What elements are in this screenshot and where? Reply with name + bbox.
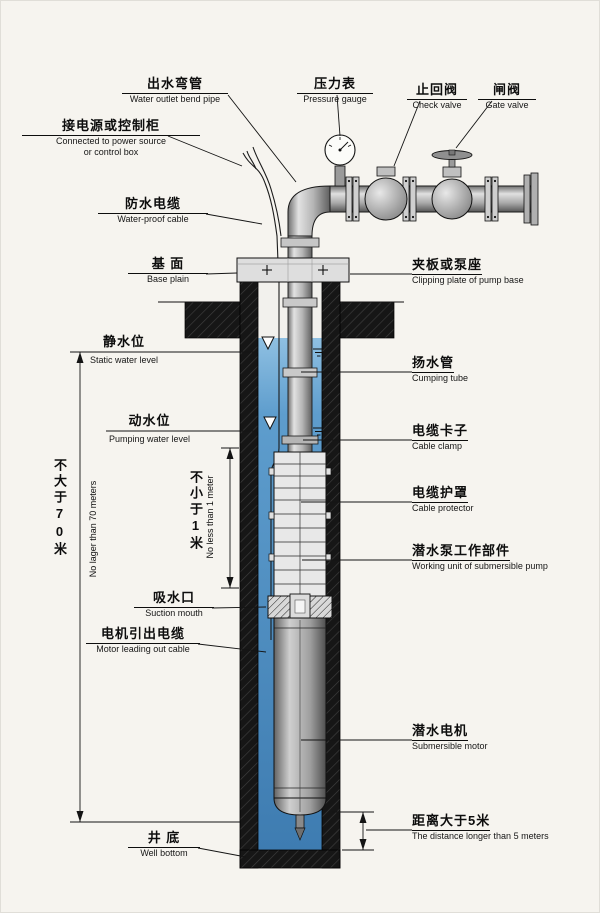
label-water-outlet-bend-pipe-en: Water outlet bend pipe [129,94,221,104]
label-power-source-en1: Connected to power source [55,136,167,146]
label-water-outlet-bend-pipe-zh: 出水弯管 [122,76,228,94]
dimension-1m [221,447,239,589]
label-cable-clamp-en: Cable clamp [412,441,463,451]
dimension-5m [332,811,374,851]
label-clipping-plate-en: Clipping plate of pump base [412,275,524,285]
label-suction-mouth-en: Suction mouth [145,608,203,618]
dimension-70m [70,352,240,823]
label-base-plain-zh: 基 面 [128,256,208,274]
label-check-valve-en: Check valve [412,100,462,110]
horizontal-pipe [329,185,533,213]
gauge-needle [339,141,349,151]
well-floor [239,849,341,869]
label-gate-valve: 闸阀 Gate valve [478,82,536,111]
label-waterproof-cable: 防水电缆 Water-proof cable [98,196,208,225]
gate-valve-body [431,149,473,220]
label-working-unit-en: Working unit of submersible pump [412,561,548,571]
label-water-outlet-bend-pipe: 出水弯管 Water outlet bend pipe [122,76,228,105]
label-min-1m-en: No less than 1 meter [205,475,215,559]
label-working-unit: 潜水泵工作部件 Working unit of submersible pump [412,542,592,572]
label-waterproof-cable-zh: 防水电缆 [98,196,208,214]
label-suction-mouth: 吸水口 Suction mouth [134,590,214,619]
label-pressure-gauge-en: Pressure gauge [303,94,367,104]
label-distance-5m-zh: 距离大于5米 [412,813,491,831]
label-base-plain-en: Base plain [146,274,190,284]
label-submersible-motor-en: Submersible motor [412,741,488,751]
label-max-70m-zh: 不大于70米 [52,458,67,558]
well-wall-left [239,281,259,869]
label-pumping-water-level-zh: 动水位 [128,413,171,428]
anchor-bolts [262,265,328,275]
label-cable-clamp: 电缆卡子 Cable clamp [412,422,552,452]
water-level-symbols [261,336,324,436]
label-cable-protector-en: Cable protector [412,503,474,513]
label-cable-clamp-zh: 电缆卡子 [412,423,469,441]
label-power-source: 接电源或控制柜 Connected to power source or con… [22,118,200,158]
label-motor-leading-cable: 电机引出电缆 Motor leading out cable [86,626,200,655]
submersible-motor-body [273,617,327,841]
label-clipping-plate-zh: 夹板或泵座 [412,257,483,275]
label-pumping-tube-en: Cumping tube [412,373,469,383]
ground-blocks [158,301,404,339]
label-working-unit-zh: 潜水泵工作部件 [412,543,511,561]
label-motor-leading-cable-en: Motor leading out cable [96,644,190,654]
label-well-bottom-zh: 井 底 [128,830,200,848]
suction-strainer [267,593,333,621]
label-static-water-level: 静水位 Static water level [84,334,164,366]
label-pressure-gauge: 压力表 Pressure gauge [297,76,373,105]
label-suction-mouth-zh: 吸水口 [134,590,214,608]
label-gate-valve-zh: 闸阀 [478,82,536,100]
label-distance-5m-en: The distance longer than 5 meters [412,831,549,841]
label-pumping-water-level: 动水位 Pumping water level [102,413,197,445]
label-check-valve: 止回阀 Check valve [407,82,467,111]
label-pumping-tube-zh: 扬水管 [412,355,455,373]
pump-working-unit [268,435,332,599]
label-waterproof-cable-en: Water-proof cable [117,214,189,224]
label-pumping-water-level-en: Pumping water level [108,434,191,444]
static-level-symbol [261,336,275,351]
label-check-valve-zh: 止回阀 [407,82,467,100]
label-clipping-plate: 夹板或泵座 Clipping plate of pump base [412,256,588,286]
base-plate [236,257,350,283]
label-motor-leading-cable-zh: 电机引出电缆 [86,626,200,644]
label-distance-5m: 距离大于5米 The distance longer than 5 meters [412,812,592,842]
label-pumping-tube: 扬水管 Cumping tube [412,354,552,384]
label-well-bottom: 井 底 Well bottom [128,830,200,859]
label-static-water-level-zh: 静水位 [102,334,145,349]
leader-lines [70,94,493,858]
label-cable-protector: 电缆护罩 Cable protector [412,484,552,514]
label-base-plain: 基 面 Base plain [128,256,208,285]
label-cable-protector-zh: 电缆护罩 [412,485,469,503]
label-max-70m-en: No lager than 70 meters [88,480,98,578]
label-static-water-level-en: Static water level [89,355,159,365]
pumping-level-symbol [263,416,277,431]
label-submersible-motor-zh: 潜水电机 [412,723,469,741]
label-power-source-en2: or control box [83,147,139,157]
label-power-source-zh: 接电源或控制柜 [22,118,200,136]
label-gate-valve-en: Gate valve [485,100,529,110]
label-min-1m-zh: 不小于1米 [188,470,203,552]
check-valve-body [364,166,408,221]
label-submersible-motor: 潜水电机 Submersible motor [412,722,552,752]
label-pressure-gauge-zh: 压力表 [297,76,373,94]
label-well-bottom-en: Well bottom [140,848,188,858]
